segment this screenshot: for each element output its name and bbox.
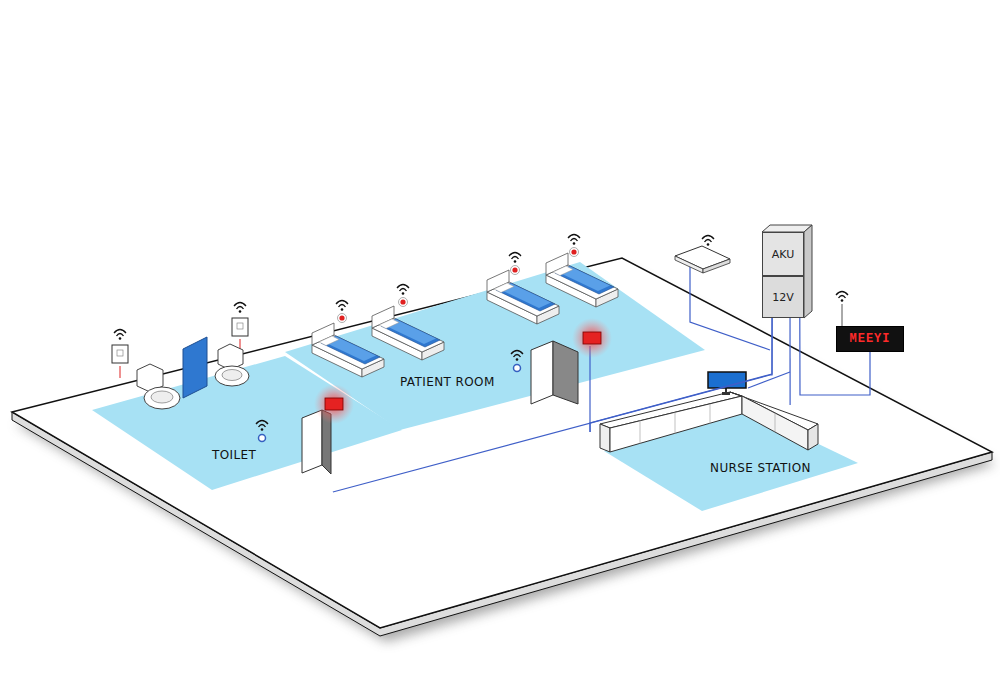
power-box-sides xyxy=(762,225,812,318)
drawing-line xyxy=(640,420,641,444)
drawing-use xyxy=(487,270,559,324)
drawing-polygon xyxy=(610,396,742,452)
drawing-line xyxy=(775,413,776,432)
nurse-desk xyxy=(600,372,818,452)
drawing-use xyxy=(338,314,347,323)
drawing-circle xyxy=(259,435,266,442)
drawing-polygon xyxy=(808,424,818,450)
drawing-use xyxy=(256,421,268,431)
power-supply-box: 12V xyxy=(762,276,804,318)
drawing-use xyxy=(570,248,579,257)
drawing-rect xyxy=(708,372,746,388)
patient-room-area: PATIENT ROOM xyxy=(285,262,707,432)
toilet-fixtures xyxy=(112,303,249,410)
drawing-rect xyxy=(232,318,248,336)
drawing-rect xyxy=(237,323,243,329)
drawing-polygon xyxy=(675,256,703,273)
drawing-circle xyxy=(514,365,521,372)
drawing-use xyxy=(234,303,246,313)
drawing-use xyxy=(568,235,580,245)
drawing-use xyxy=(397,285,409,295)
wire-line xyxy=(590,318,772,432)
led-display: MEEYI xyxy=(836,326,904,352)
region-outline xyxy=(285,262,707,432)
drawing-use xyxy=(399,298,408,307)
area-label: PATIENT ROOM xyxy=(400,375,495,389)
drawing-polygon xyxy=(531,341,553,404)
drawing-polygon xyxy=(183,337,207,398)
region-outline xyxy=(604,405,860,513)
drawing-line xyxy=(675,412,676,434)
drawing-use xyxy=(836,292,848,302)
signal-wire xyxy=(590,318,772,432)
box-label: MEEYI xyxy=(849,332,890,346)
drawing-polygon xyxy=(218,344,243,370)
drawing-line xyxy=(748,372,790,388)
signal-wire xyxy=(333,318,772,492)
drawing-ellipse xyxy=(144,387,180,409)
drawing-use xyxy=(511,266,520,275)
drawing-rect xyxy=(117,350,123,356)
drawing-use xyxy=(509,253,521,263)
toilet-door xyxy=(256,384,354,474)
wire-line xyxy=(789,318,790,405)
router xyxy=(675,236,770,351)
beds xyxy=(312,235,618,378)
drawing-polygon xyxy=(703,259,730,273)
drawing-rect xyxy=(583,332,601,344)
box-label: AKU xyxy=(772,248,795,261)
drawing-polyline xyxy=(690,262,770,350)
drawing-line xyxy=(589,346,590,432)
area-label: TOILET xyxy=(212,448,256,462)
drawing-ellipse xyxy=(215,366,249,386)
patient-door xyxy=(511,318,612,432)
drawing-circle xyxy=(572,318,612,358)
region-fill xyxy=(604,407,858,511)
drawing-use xyxy=(546,253,618,307)
drawing-polygon xyxy=(762,225,812,232)
drawing-polygon xyxy=(804,225,812,318)
drawing-polygon xyxy=(600,392,742,428)
nurse-station-area: NURSE STATION xyxy=(604,405,860,513)
drawing-line xyxy=(842,304,843,326)
drawing-polygon xyxy=(675,246,730,269)
drawing-ellipse xyxy=(151,391,173,403)
drawing-polygon xyxy=(137,364,163,392)
wire-line xyxy=(333,318,772,492)
drawing-line xyxy=(710,404,711,424)
drawing-line xyxy=(240,339,241,351)
drawing-use xyxy=(372,306,444,360)
drawing-polygon xyxy=(730,392,818,430)
box-label: 12V xyxy=(772,291,794,304)
drawing-rect xyxy=(112,345,128,363)
drawing-ellipse xyxy=(222,370,242,381)
drawing-use xyxy=(336,301,348,311)
drawing-polygon xyxy=(600,424,610,452)
drawing-use xyxy=(511,351,523,361)
region-fill xyxy=(285,262,705,430)
drawing-polygon xyxy=(742,396,808,450)
drawing-circle xyxy=(314,384,354,424)
battery-box: AKU xyxy=(762,232,804,276)
drawing-line xyxy=(725,386,727,393)
drawing-polygon xyxy=(322,410,331,474)
drawing-polygon xyxy=(302,410,322,473)
drawing-use xyxy=(312,323,384,377)
signal-wire xyxy=(790,318,791,405)
drawing-rect xyxy=(722,392,730,395)
drawing-rect xyxy=(325,398,343,410)
drawing-polygon xyxy=(553,341,578,404)
drawing-use xyxy=(702,236,714,246)
drawing-use xyxy=(114,330,126,340)
area-label: NURSE STATION xyxy=(710,461,811,475)
floor-slab xyxy=(12,258,992,628)
led-display-extra xyxy=(836,292,848,327)
drawing-line xyxy=(120,366,121,378)
